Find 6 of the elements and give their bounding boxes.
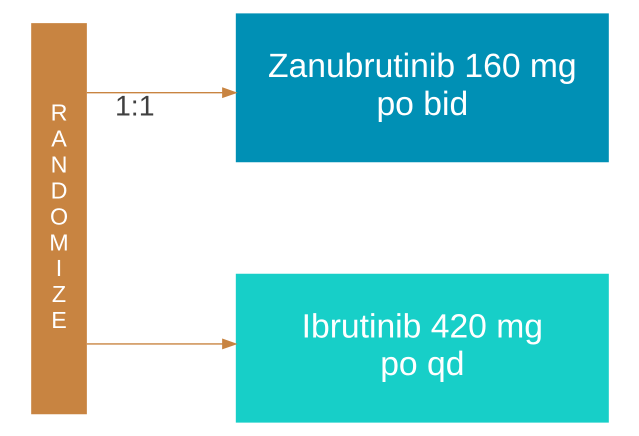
arrow [86,87,238,98]
node-box: R A N D O M I Z E [30,23,86,414]
arrow [86,338,238,350]
node-box: Ibrutinib 420 mg po qd [235,274,608,423]
node-box: Zanubrutinib 160 mg po bid [235,13,608,162]
edge-label: 1:1 [114,90,154,122]
